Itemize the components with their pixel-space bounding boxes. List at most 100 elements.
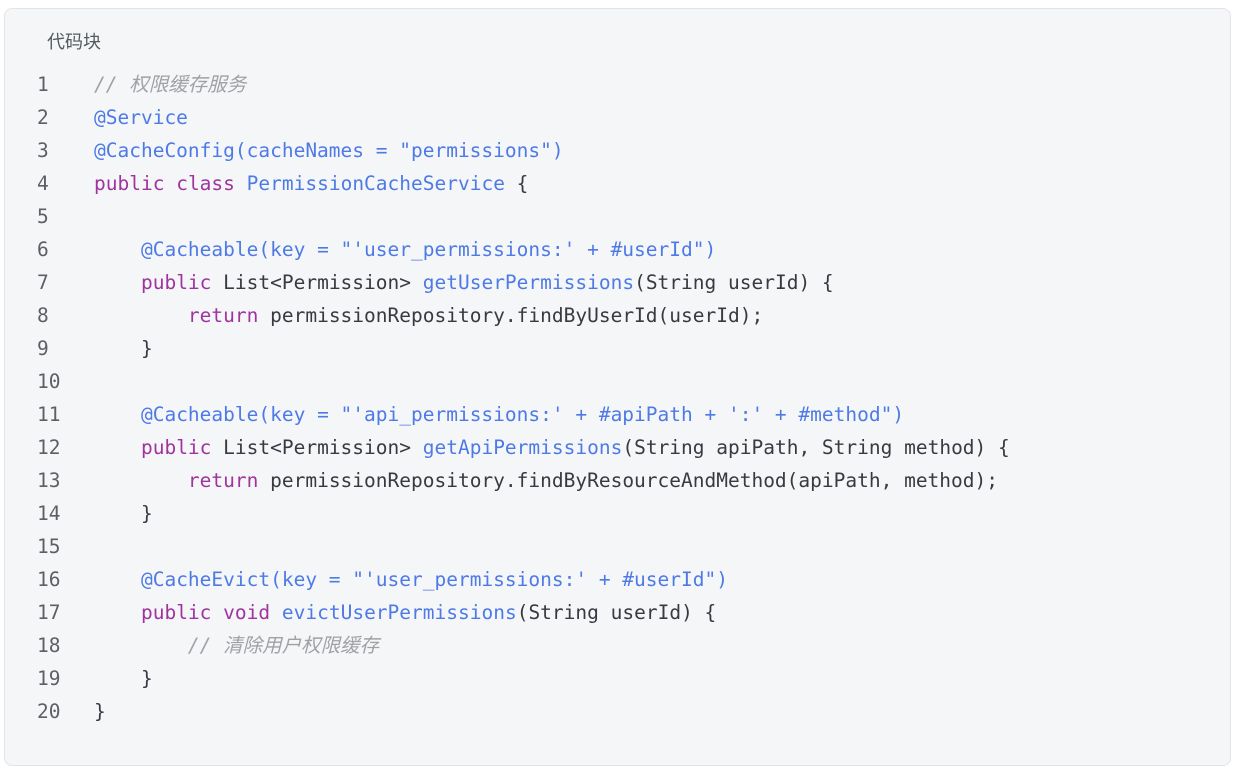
code-line: 7 public List<Permission> getUserPermiss…: [5, 266, 1230, 299]
line-source: return permissionRepository.findByUserId…: [94, 299, 763, 332]
code-text: [94, 634, 188, 657]
identifier: getApiPermissions: [422, 436, 623, 459]
keyword: return: [187, 304, 259, 327]
line-number: 13: [37, 469, 61, 492]
line-number: 11: [37, 403, 61, 426]
annotation: @Service: [94, 106, 188, 129]
line-source: }: [94, 695, 106, 728]
keyword: public: [140, 271, 212, 294]
code-text: [94, 469, 188, 492]
line-source: @Cacheable(key = "'api_permissions:' + #…: [94, 398, 904, 431]
line-source: }: [94, 332, 153, 365]
annotation: @Cacheable(key = "'api_permissions:' + #…: [140, 403, 905, 426]
code-text: }: [94, 667, 153, 690]
comment: // 清除用户权限缓存: [187, 634, 380, 657]
annotation: @Cacheable(key = "'user_permissions:' + …: [140, 238, 717, 261]
line-source: @Service: [94, 101, 188, 134]
code-text: List<Permission>: [211, 271, 423, 294]
code-content[interactable]: 1// 权限缓存服务 2 @Service 3 @CacheConfig(cacheNa…: [5, 68, 1230, 728]
code-text: [211, 601, 223, 624]
code-text: [94, 238, 141, 261]
code-line: 2 @Service: [5, 101, 1230, 134]
code-block-title: 代码块: [47, 32, 101, 53]
line-source: @Cacheable(key = "'user_permissions:' + …: [94, 233, 716, 266]
identifier: evictUserPermissions: [281, 601, 517, 624]
line-number: 20: [37, 700, 61, 723]
comment: // 权限缓存服务: [94, 73, 247, 96]
line-source: public void evictUserPermissions(String …: [94, 596, 716, 629]
code-text: (String apiPath, String method) {: [622, 436, 1010, 459]
line-source: public List<Permission> getUserPermissio…: [94, 266, 834, 299]
code-line: 6 @Cacheable(key = "'user_permissions:' …: [5, 233, 1230, 266]
code-line: 15: [5, 530, 1230, 563]
code-block: 代码块 1// 权限缓存服务 2 @Service 3 @CacheConfig(cac…: [4, 8, 1231, 766]
code-text: (String userId) {: [634, 271, 834, 294]
annotation: @CacheConfig(cacheNames = "permissions"): [94, 139, 564, 162]
line-number: 8: [37, 304, 49, 327]
line-source: @CacheEvict(key = "'user_permissions:' +…: [94, 563, 728, 596]
code-text: }: [94, 700, 106, 723]
identifier: PermissionCacheService: [246, 172, 505, 195]
code-text: }: [94, 337, 153, 360]
line-number: 18: [37, 634, 61, 657]
code-line: 14 }: [5, 497, 1230, 530]
code-line: 12 public List<Permission> getApiPermiss…: [5, 431, 1230, 464]
line-number: 12: [37, 436, 61, 459]
line-number: 14: [37, 502, 61, 525]
line-number: 9: [37, 337, 49, 360]
line-number: 6: [37, 238, 49, 261]
code-line: 11 @Cacheable(key = "'api_permissions:' …: [5, 398, 1230, 431]
keyword: public: [140, 436, 212, 459]
line-source: @CacheConfig(cacheNames = "permissions"): [94, 134, 564, 167]
line-number: 16: [37, 568, 61, 591]
code-line: 13 return permissionRepository.findByRes…: [5, 464, 1230, 497]
code-text: [94, 304, 188, 327]
line-source: // 清除用户权限缓存: [94, 629, 379, 662]
code-line: 10: [5, 365, 1230, 398]
code-text: [94, 436, 141, 459]
code-line: 9 }: [5, 332, 1230, 365]
code-text: [94, 601, 141, 624]
code-line: 8 return permissionRepository.findByUser…: [5, 299, 1230, 332]
line-number: 15: [37, 535, 61, 558]
code-line: 1// 权限缓存服务: [5, 68, 1230, 101]
code-text: [270, 601, 282, 624]
line-number: 4: [37, 172, 49, 195]
line-number: 5: [37, 205, 49, 228]
line-number: 2: [37, 106, 49, 129]
keyword: return: [187, 469, 259, 492]
code-text: [94, 568, 141, 591]
line-number: 7: [37, 271, 49, 294]
code-line: 19 }: [5, 662, 1230, 695]
line-source: public class PermissionCacheService {: [94, 167, 528, 200]
code-line: 5: [5, 200, 1230, 233]
code-text: [235, 172, 247, 195]
line-source: }: [94, 662, 153, 695]
annotation: @CacheEvict(key = "'user_permissions:' +…: [140, 568, 728, 591]
code-line: 3 @CacheConfig(cacheNames = "permissions"…: [5, 134, 1230, 167]
line-number: 3: [37, 139, 49, 162]
code-text: List<Permission>: [211, 436, 423, 459]
line-source: // 权限缓存服务: [94, 68, 246, 101]
code-line: 17 public void evictUserPermissions(Stri…: [5, 596, 1230, 629]
line-number: 10: [37, 370, 61, 393]
code-text: (String userId) {: [516, 601, 717, 624]
line-number: 19: [37, 667, 61, 690]
line-source: public List<Permission> getApiPermission…: [94, 431, 1010, 464]
code-text: [94, 271, 141, 294]
code-text: {: [504, 172, 529, 195]
keyword: public: [140, 601, 212, 624]
code-line: 4 public class PermissionCacheService {: [5, 167, 1230, 200]
line-source: return permissionRepository.findByResour…: [94, 464, 998, 497]
line-source: }: [94, 497, 153, 530]
keyword: class: [176, 172, 235, 195]
code-line: 18 // 清除用户权限缓存: [5, 629, 1230, 662]
identifier: getUserPermissions: [422, 271, 635, 294]
code-text: [94, 403, 141, 426]
code-text: }: [94, 502, 153, 525]
code-text: permissionRepository.findByResourceAndMe…: [258, 469, 998, 492]
code-text: [164, 172, 176, 195]
code-line: 16 @CacheEvict(key = "'user_permissions:…: [5, 563, 1230, 596]
line-number: 17: [37, 601, 61, 624]
code-line: 20}: [5, 695, 1230, 728]
